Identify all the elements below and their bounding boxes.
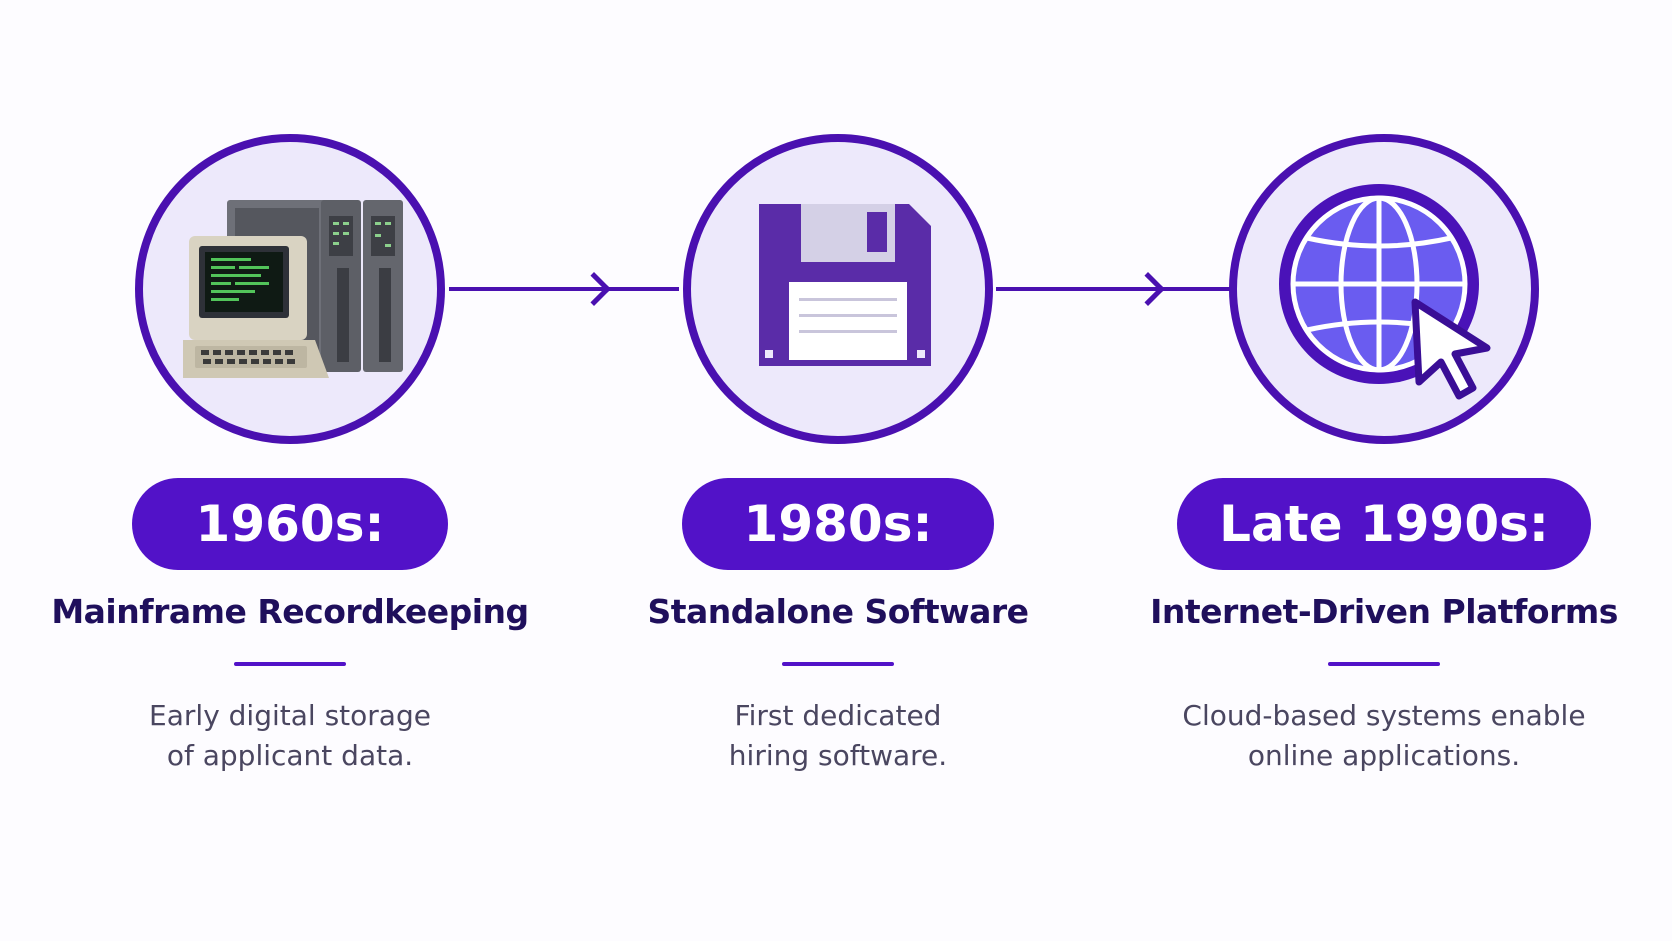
- timeline-step-late-1990s: Late 1990s: Internet-Driven Platforms Cl…: [1124, 0, 1644, 941]
- title-divider: [1328, 662, 1440, 666]
- description-line: First dedicated: [734, 699, 942, 732]
- timeline-step-1980s: 1980s: Standalone Software First dedicat…: [578, 0, 1098, 941]
- description-line: Early digital storage: [149, 699, 431, 732]
- period-badge: 1980s:: [682, 478, 994, 570]
- description-line: of applicant data.: [166, 739, 414, 772]
- step-description: First dedicated hiring software.: [578, 696, 1098, 776]
- description-line: hiring software.: [728, 739, 948, 772]
- description-line: Cloud-based systems enable: [1182, 699, 1586, 732]
- step-icon-circle: [135, 134, 445, 444]
- mainframe-computer-icon: [183, 200, 403, 378]
- timeline-step-1960s: 1960s: Mainframe Recordkeeping Early dig…: [30, 0, 550, 941]
- period-badge: 1960s:: [132, 478, 448, 570]
- step-title: Standalone Software: [647, 592, 1029, 631]
- step-icon-circle: [1229, 134, 1539, 444]
- connector-line-1: [449, 287, 679, 291]
- floppy-disk-icon: [759, 204, 931, 366]
- step-description: Early digital storage of applicant data.: [30, 696, 550, 776]
- period-badge: Late 1990s:: [1177, 478, 1591, 570]
- globe-cursor-icon: [1279, 184, 1491, 400]
- title-divider: [234, 662, 346, 666]
- connector-line-2: [996, 287, 1230, 291]
- description-line: online applications.: [1247, 739, 1521, 772]
- step-title: Internet-Driven Platforms: [1150, 592, 1618, 631]
- step-icon-circle: [683, 134, 993, 444]
- step-title: Mainframe Recordkeeping: [51, 592, 529, 631]
- title-divider: [782, 662, 894, 666]
- step-description: Cloud-based systems enable online applic…: [1124, 696, 1644, 776]
